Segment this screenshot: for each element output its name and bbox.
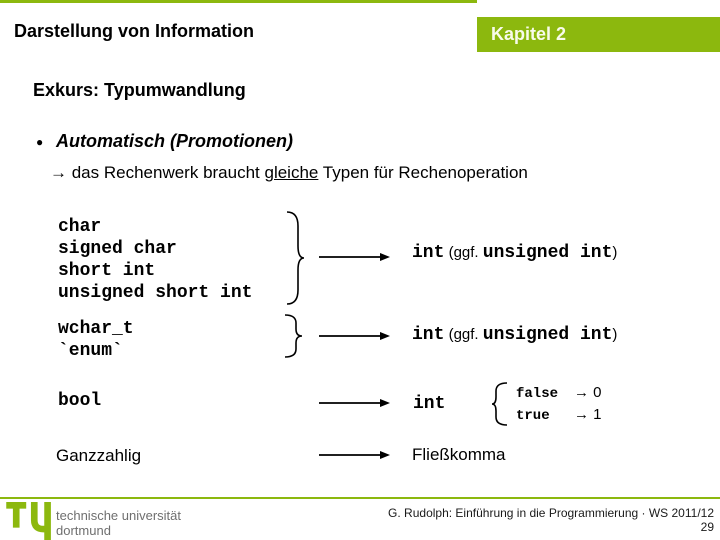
- target-type: int (ggf. unsigned int): [412, 325, 617, 345]
- header-bottom-rule: [0, 0, 477, 3]
- tu-dortmund-logo: [6, 502, 51, 540]
- brace-left-icon: [491, 382, 508, 426]
- target-code: unsigned int: [482, 243, 613, 263]
- note-pre: → das Rechenwerk braucht: [50, 163, 265, 182]
- institution-line1: technische universität: [56, 508, 182, 523]
- brace-right-icon: [286, 211, 305, 305]
- target-plain: ): [612, 244, 618, 261]
- target-code: int: [412, 243, 445, 263]
- source-types-wchar-group: wchar_t `enum`: [58, 318, 134, 362]
- source-type-integer: Ganzzahlig: [56, 445, 141, 467]
- bool-mapping-true: true → 1: [516, 406, 602, 424]
- target-type: int (ggf. unsigned int): [412, 243, 617, 263]
- code-line: signed char: [58, 239, 177, 259]
- note-post: Typen für Rechenoperation: [318, 163, 528, 182]
- code-line: short int: [58, 261, 156, 281]
- brace-right-icon: [284, 314, 303, 358]
- target-type: Fließkomma: [412, 445, 506, 465]
- institution-line2: dortmund: [56, 523, 111, 538]
- page-title: Darstellung von Information: [14, 21, 255, 41]
- map-from: true: [516, 408, 550, 424]
- arrow-right-icon: [319, 451, 390, 459]
- code-line: `enum`: [58, 341, 123, 361]
- map-to: → 1: [574, 406, 602, 423]
- footer-rule: [0, 497, 720, 499]
- bullet-note: → das Rechenwerk braucht gleiche Typen f…: [50, 163, 528, 183]
- code-line: unsigned short int: [58, 283, 253, 303]
- map-from: false: [516, 386, 559, 402]
- institution-name: technische universität dortmund: [56, 508, 181, 538]
- source-types-char-group: char signed char short int unsigned shor…: [58, 216, 252, 304]
- code-line: char: [58, 217, 102, 237]
- bullet-title: Automatisch (Promotionen): [56, 131, 293, 151]
- target-plain: (ggf.: [444, 326, 483, 343]
- credit-line: G. Rudolph: Einführung in die Programmie…: [388, 506, 714, 520]
- target-code: int: [413, 394, 446, 414]
- code-line: wchar_t: [58, 319, 134, 339]
- arrow-right-icon: [319, 253, 390, 261]
- bullet-marker: ●: [36, 135, 44, 149]
- footer-credit: G. Rudolph: Einführung in die Programmie…: [388, 506, 714, 534]
- note-underlined-word: gleiche: [264, 163, 319, 182]
- source-type-bool: bool: [58, 390, 101, 412]
- arrow-right-icon: [319, 399, 390, 407]
- target-plain: ): [612, 326, 618, 343]
- target-type: int: [413, 394, 445, 414]
- map-to: → 0: [574, 384, 602, 401]
- bool-mapping-false: false → 0: [516, 384, 602, 402]
- target-plain: (ggf.: [444, 244, 483, 261]
- target-code: int: [412, 325, 445, 345]
- section-heading: Exkurs: Typumwandlung: [33, 80, 246, 100]
- arrow-right-icon: [319, 332, 390, 340]
- target-code: unsigned int: [482, 325, 613, 345]
- page-number: 29: [700, 520, 714, 534]
- target-plain: Fließkomma: [412, 445, 506, 464]
- chapter-badge: Kapitel 2: [477, 17, 720, 52]
- code-line: bool: [58, 391, 102, 411]
- text-line: Ganzzahlig: [56, 446, 142, 465]
